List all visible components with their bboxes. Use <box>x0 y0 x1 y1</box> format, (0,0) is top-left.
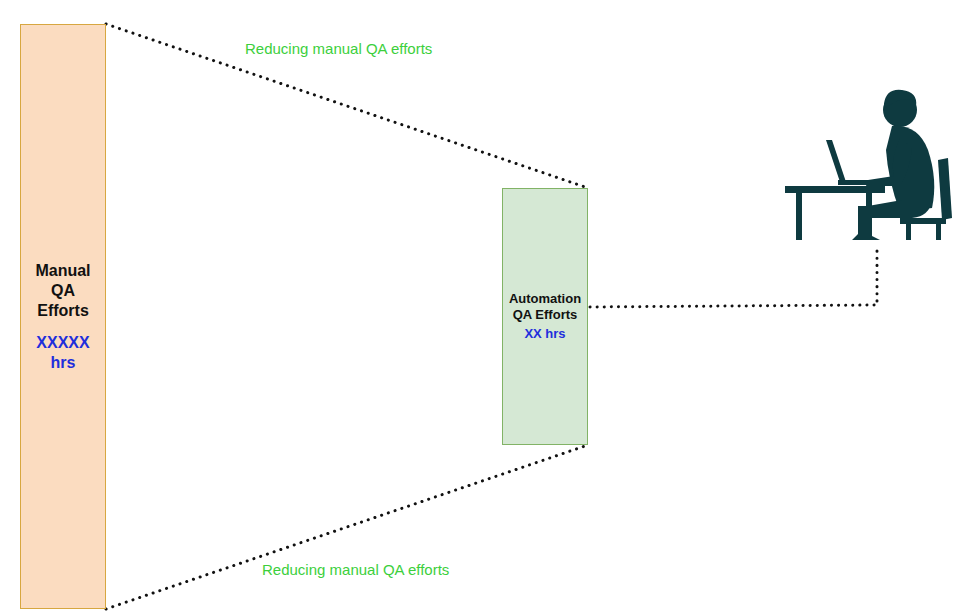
shin <box>852 206 880 240</box>
person-at-laptop <box>785 90 952 240</box>
hours-value: XXXXX hrs <box>25 333 101 373</box>
desk-top <box>785 186 885 193</box>
laptop-screen <box>826 140 846 182</box>
edge-label: Reducing manual QA efforts <box>260 561 451 578</box>
bar-title: Automation QA Efforts <box>507 291 583 324</box>
hours-value: XX hrs <box>524 326 565 342</box>
manual-effort-bar: Manual QA EffortsXXXXX hrs <box>20 24 106 609</box>
dotted-connector <box>106 445 588 609</box>
dotted-connector <box>106 24 588 188</box>
chair-leg <box>906 224 911 240</box>
dotted-line <box>106 445 588 609</box>
arm <box>866 138 912 186</box>
automation-effort-bar: Automation QA Efforts XX hrs <box>502 188 588 445</box>
bar-title: Manual QA Efforts <box>25 261 101 321</box>
chair-leg <box>936 224 941 240</box>
chair-seat <box>900 218 946 224</box>
desk-leg <box>796 193 802 240</box>
leader-line <box>590 248 877 307</box>
chair-back <box>938 158 952 220</box>
edge-label: Reducing manual QA efforts <box>243 40 434 57</box>
hair <box>884 90 916 108</box>
dotted-line <box>106 24 588 188</box>
thigh <box>868 200 932 218</box>
